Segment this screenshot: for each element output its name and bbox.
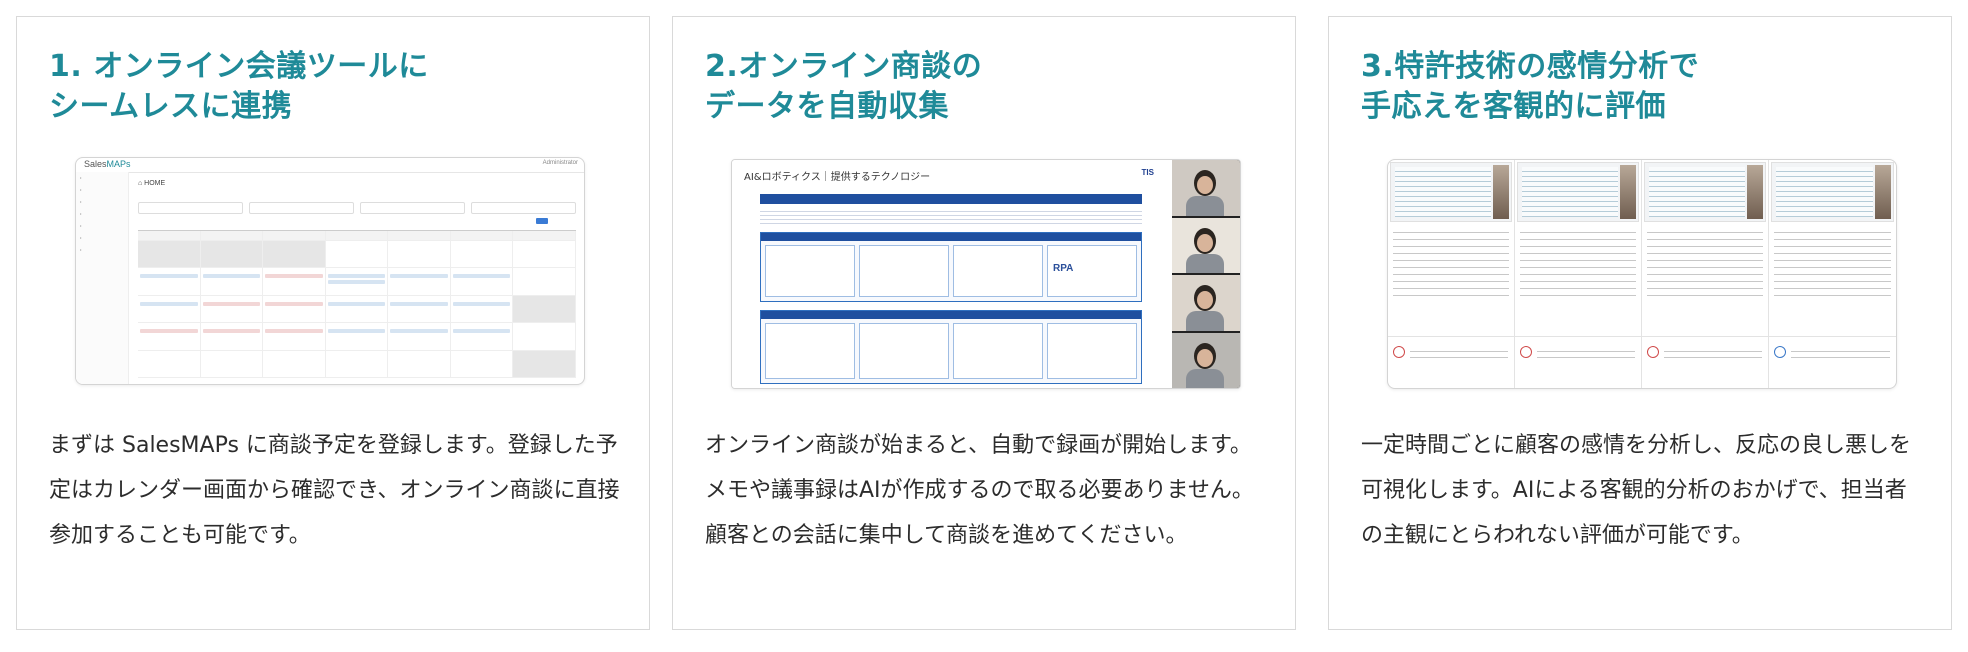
app-logo: SalesMAPs (84, 159, 131, 169)
slide-title: AI&ロボティクス｜提供するテクノロジー (744, 172, 931, 183)
feature-card-3: 3.特許技術の感情分析で 手応えを客観的に評価 (1328, 16, 1952, 630)
filter-select (471, 202, 576, 214)
sidebar-item: • (80, 223, 82, 228)
filter-select (138, 202, 243, 214)
card-description: オンライン商談が始まると、自動で録画が開始します。メモや議事録はAIが作成するの… (705, 433, 1254, 548)
participant-video (1172, 160, 1240, 216)
calendar-grid (138, 230, 576, 378)
meeting-screenshot: AI&ロボティクス｜提供するテクノロジー TIS RPA (731, 159, 1241, 389)
sidebar-item: • (80, 175, 82, 180)
today-button (536, 218, 548, 224)
sidebar-item: • (80, 235, 82, 240)
sad-face-icon (1393, 346, 1405, 358)
analysis-panel (1515, 160, 1642, 388)
card-description: 一定時間ごとに顧客の感情を分析し、反応の良し悪しを可視化します。AIによる客観的… (1361, 433, 1912, 548)
feature-card-2: 2.オンライン商談の データを自動収集 AI&ロボティクス｜提供するテクノロジー… (672, 16, 1296, 630)
slide-logo: TIS (1141, 168, 1154, 177)
feature-card-1: 1. オンライン会議ツールに シームレスに連携 SalesMAPs Admini… (16, 16, 650, 630)
sidebar-item: • (80, 187, 82, 192)
slide-section: RPA (760, 232, 1142, 302)
participant-video (1172, 332, 1240, 388)
filter-select (249, 202, 354, 214)
slide-section (760, 310, 1142, 384)
analysis-panel (1642, 160, 1769, 388)
sad-face-icon (1647, 346, 1659, 358)
sidebar-item: • (80, 199, 82, 204)
sidebar-item: • (80, 247, 82, 252)
happy-face-icon (1774, 346, 1786, 358)
user-menu: Administrator (542, 160, 578, 166)
shared-slide: AI&ロボティクス｜提供するテクノロジー TIS RPA (732, 160, 1170, 388)
filter-row (138, 202, 576, 214)
participant-videos (1172, 160, 1240, 388)
sidebar-item: • (80, 211, 82, 216)
page-title: ⌂ HOME (138, 180, 166, 187)
sad-face-icon (1520, 346, 1532, 358)
filter-select (360, 202, 465, 214)
app-sidebar: • • • • • • • (76, 172, 129, 384)
slide-banner (760, 194, 1142, 204)
calendar-screenshot: SalesMAPs Administrator • • • • • • • ⌂ … (75, 157, 585, 385)
card-description: まずは SalesMAPs に商談予定を登録します。登録した予定はカレンダー画面… (49, 433, 620, 548)
app-main: ⌂ HOME (130, 172, 584, 384)
rpa-label: RPA (1053, 263, 1074, 274)
participant-video (1172, 275, 1240, 331)
emotion-analysis-screenshot (1387, 159, 1897, 389)
app-header: SalesMAPs Administrator (76, 158, 584, 173)
participant-video (1172, 217, 1240, 273)
slide-paragraph (760, 208, 1142, 226)
analysis-panel (1769, 160, 1896, 388)
card-title: 2.オンライン商談の データを自動収集 (705, 49, 983, 124)
card-title: 1. オンライン会議ツールに シームレスに連携 (49, 49, 429, 124)
card-title: 3.特許技術の感情分析で 手応えを客観的に評価 (1361, 49, 1700, 124)
analysis-panel (1388, 160, 1515, 388)
